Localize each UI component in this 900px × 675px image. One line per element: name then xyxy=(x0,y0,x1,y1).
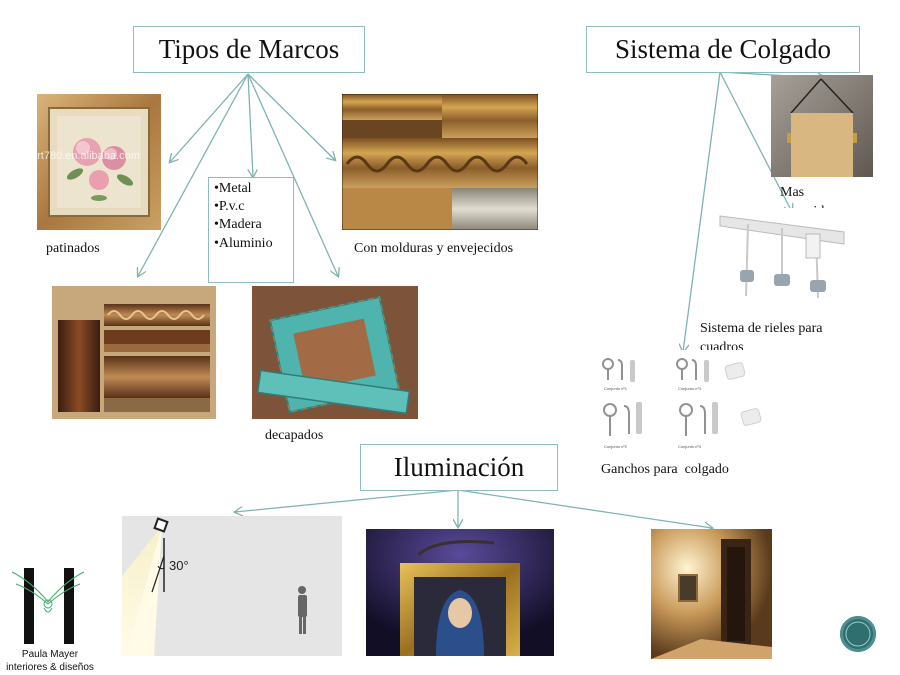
arrow-to-patinados xyxy=(170,74,248,162)
conjunto-2-caption: Conjunto nº2 xyxy=(604,444,627,449)
lighting-angle-diagram: 30° xyxy=(122,516,342,656)
nav-circle-button[interactable] xyxy=(840,616,876,652)
title-tipos-de-marcos: Tipos de Marcos xyxy=(133,26,365,73)
arrow-to-materials xyxy=(248,74,253,177)
wire-hanging-photo xyxy=(771,75,873,177)
conjunto-4-caption: Conjunto nº4 xyxy=(678,444,701,449)
lit-painting-photo xyxy=(366,529,554,656)
label-ganchos: Ganchos para colgado xyxy=(601,461,729,479)
material-item: Aluminio xyxy=(214,235,288,253)
watermark: art780.en.alibaba.com xyxy=(37,150,140,162)
material-item: Metal xyxy=(214,180,288,198)
label-rieles-1: Sistema de rieles para xyxy=(700,320,822,338)
paula-mayer-logo: Paula Mayer interiores & diseños xyxy=(2,560,98,672)
molduras-envejecidos-photo xyxy=(342,94,538,230)
conjunto-3-caption: Conjunto nº3 xyxy=(678,386,701,391)
title-sistema-de-colgado: Sistema de Colgado xyxy=(586,26,860,73)
hooks-photo: Conjunto nº1 Conjunto nº3 Conjunto nº2 C… xyxy=(598,350,768,454)
decapados-frames-photo xyxy=(252,286,418,419)
label-patinados: patinados xyxy=(46,240,100,258)
logo-line-1: Paula Mayer xyxy=(2,649,98,662)
arrow-to-hooks xyxy=(683,72,720,352)
patinados-frame-photo: art780.en.alibaba.com xyxy=(37,94,161,230)
rail-system-photo xyxy=(718,208,850,310)
arrow-to-diagram xyxy=(235,490,458,512)
label-molduras: Con molduras y envejecidos xyxy=(354,240,513,258)
material-item: Madera xyxy=(214,216,288,234)
label-decapados: decapados xyxy=(265,427,323,445)
moldings-samples-photo xyxy=(52,286,216,419)
hallway-sconce-photo xyxy=(651,529,772,659)
materials-list: Metal P.v.c Madera Aluminio xyxy=(208,177,294,283)
logo-line-2: interiores & diseños xyxy=(2,662,98,675)
conjunto-1-caption: Conjunto nº1 xyxy=(604,386,627,391)
label-mas-conocido-1: Mas xyxy=(780,184,804,202)
arrow-to-molduras xyxy=(248,74,335,160)
title-iluminacion: Iluminación xyxy=(360,444,558,491)
arrow-to-hallway xyxy=(458,490,712,528)
angle-label: 30° xyxy=(169,558,189,573)
material-item: P.v.c xyxy=(214,198,288,216)
